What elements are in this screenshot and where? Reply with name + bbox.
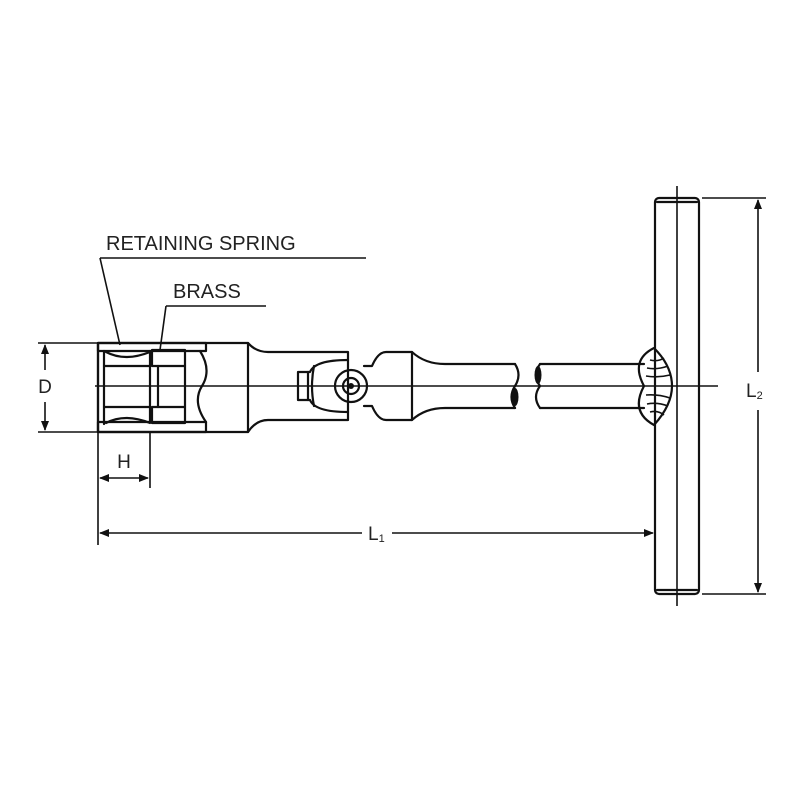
dimension-d: D xyxy=(38,342,98,433)
dimension-l2: L2 xyxy=(702,197,766,595)
brass-insert-bottom xyxy=(150,405,187,425)
callout-retaining-spring: RETAINING SPRING xyxy=(99,233,366,346)
brass-insert-top xyxy=(150,348,187,368)
socket xyxy=(96,341,250,434)
callout-brass: BRASS xyxy=(159,281,266,351)
pivot-pin xyxy=(333,368,369,404)
dimension-h-label: H xyxy=(117,452,131,473)
dimension-l2-label: L2 xyxy=(746,381,763,402)
dimension-l1-label: L1 xyxy=(368,524,385,545)
dimension-d-label: D xyxy=(38,377,52,398)
t-handle-bar xyxy=(653,196,701,596)
dimension-h: H xyxy=(97,432,151,545)
brass-label: BRASS xyxy=(173,281,241,303)
universal-joint xyxy=(246,341,520,434)
dimension-l1: L1 xyxy=(99,524,654,545)
retaining-spring-label: RETAINING SPRING xyxy=(106,233,296,255)
